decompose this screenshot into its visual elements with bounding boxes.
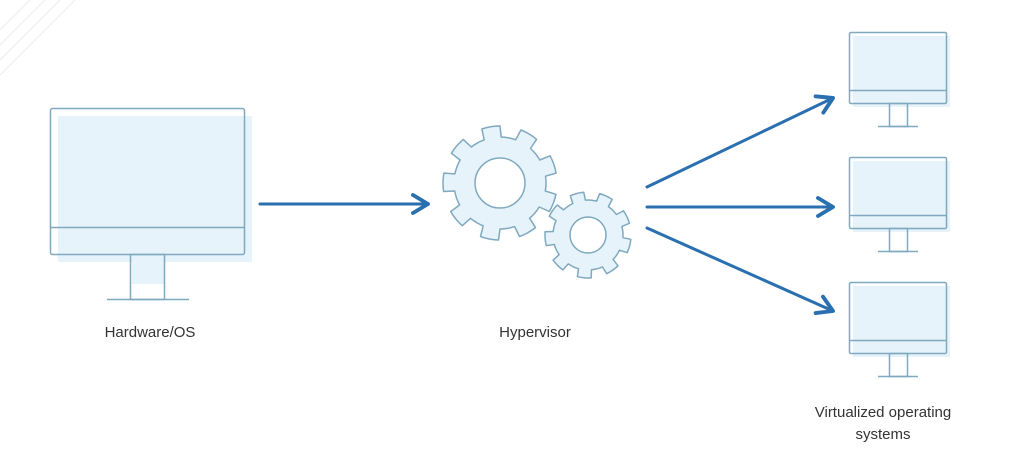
hardware-monitor-icon <box>49 107 252 301</box>
vm-monitor-icon-3 <box>848 281 950 378</box>
gear-hole <box>569 216 607 254</box>
arrow-to-vm-1 <box>645 94 835 189</box>
vm-monitor-icon-1 <box>848 31 950 128</box>
gear-hole <box>474 157 526 209</box>
hypervisor-gears-icon <box>442 125 632 279</box>
virtualized-label: Virtualized operating systems <box>814 404 952 443</box>
hypervisor-label: Hypervisor <box>499 324 571 341</box>
corner-decoration <box>0 0 76 76</box>
arrow-to-vm-3 <box>645 226 835 316</box>
vm-monitor-icon-2 <box>848 156 950 253</box>
hardware-label: Hardware/OS <box>104 324 196 341</box>
